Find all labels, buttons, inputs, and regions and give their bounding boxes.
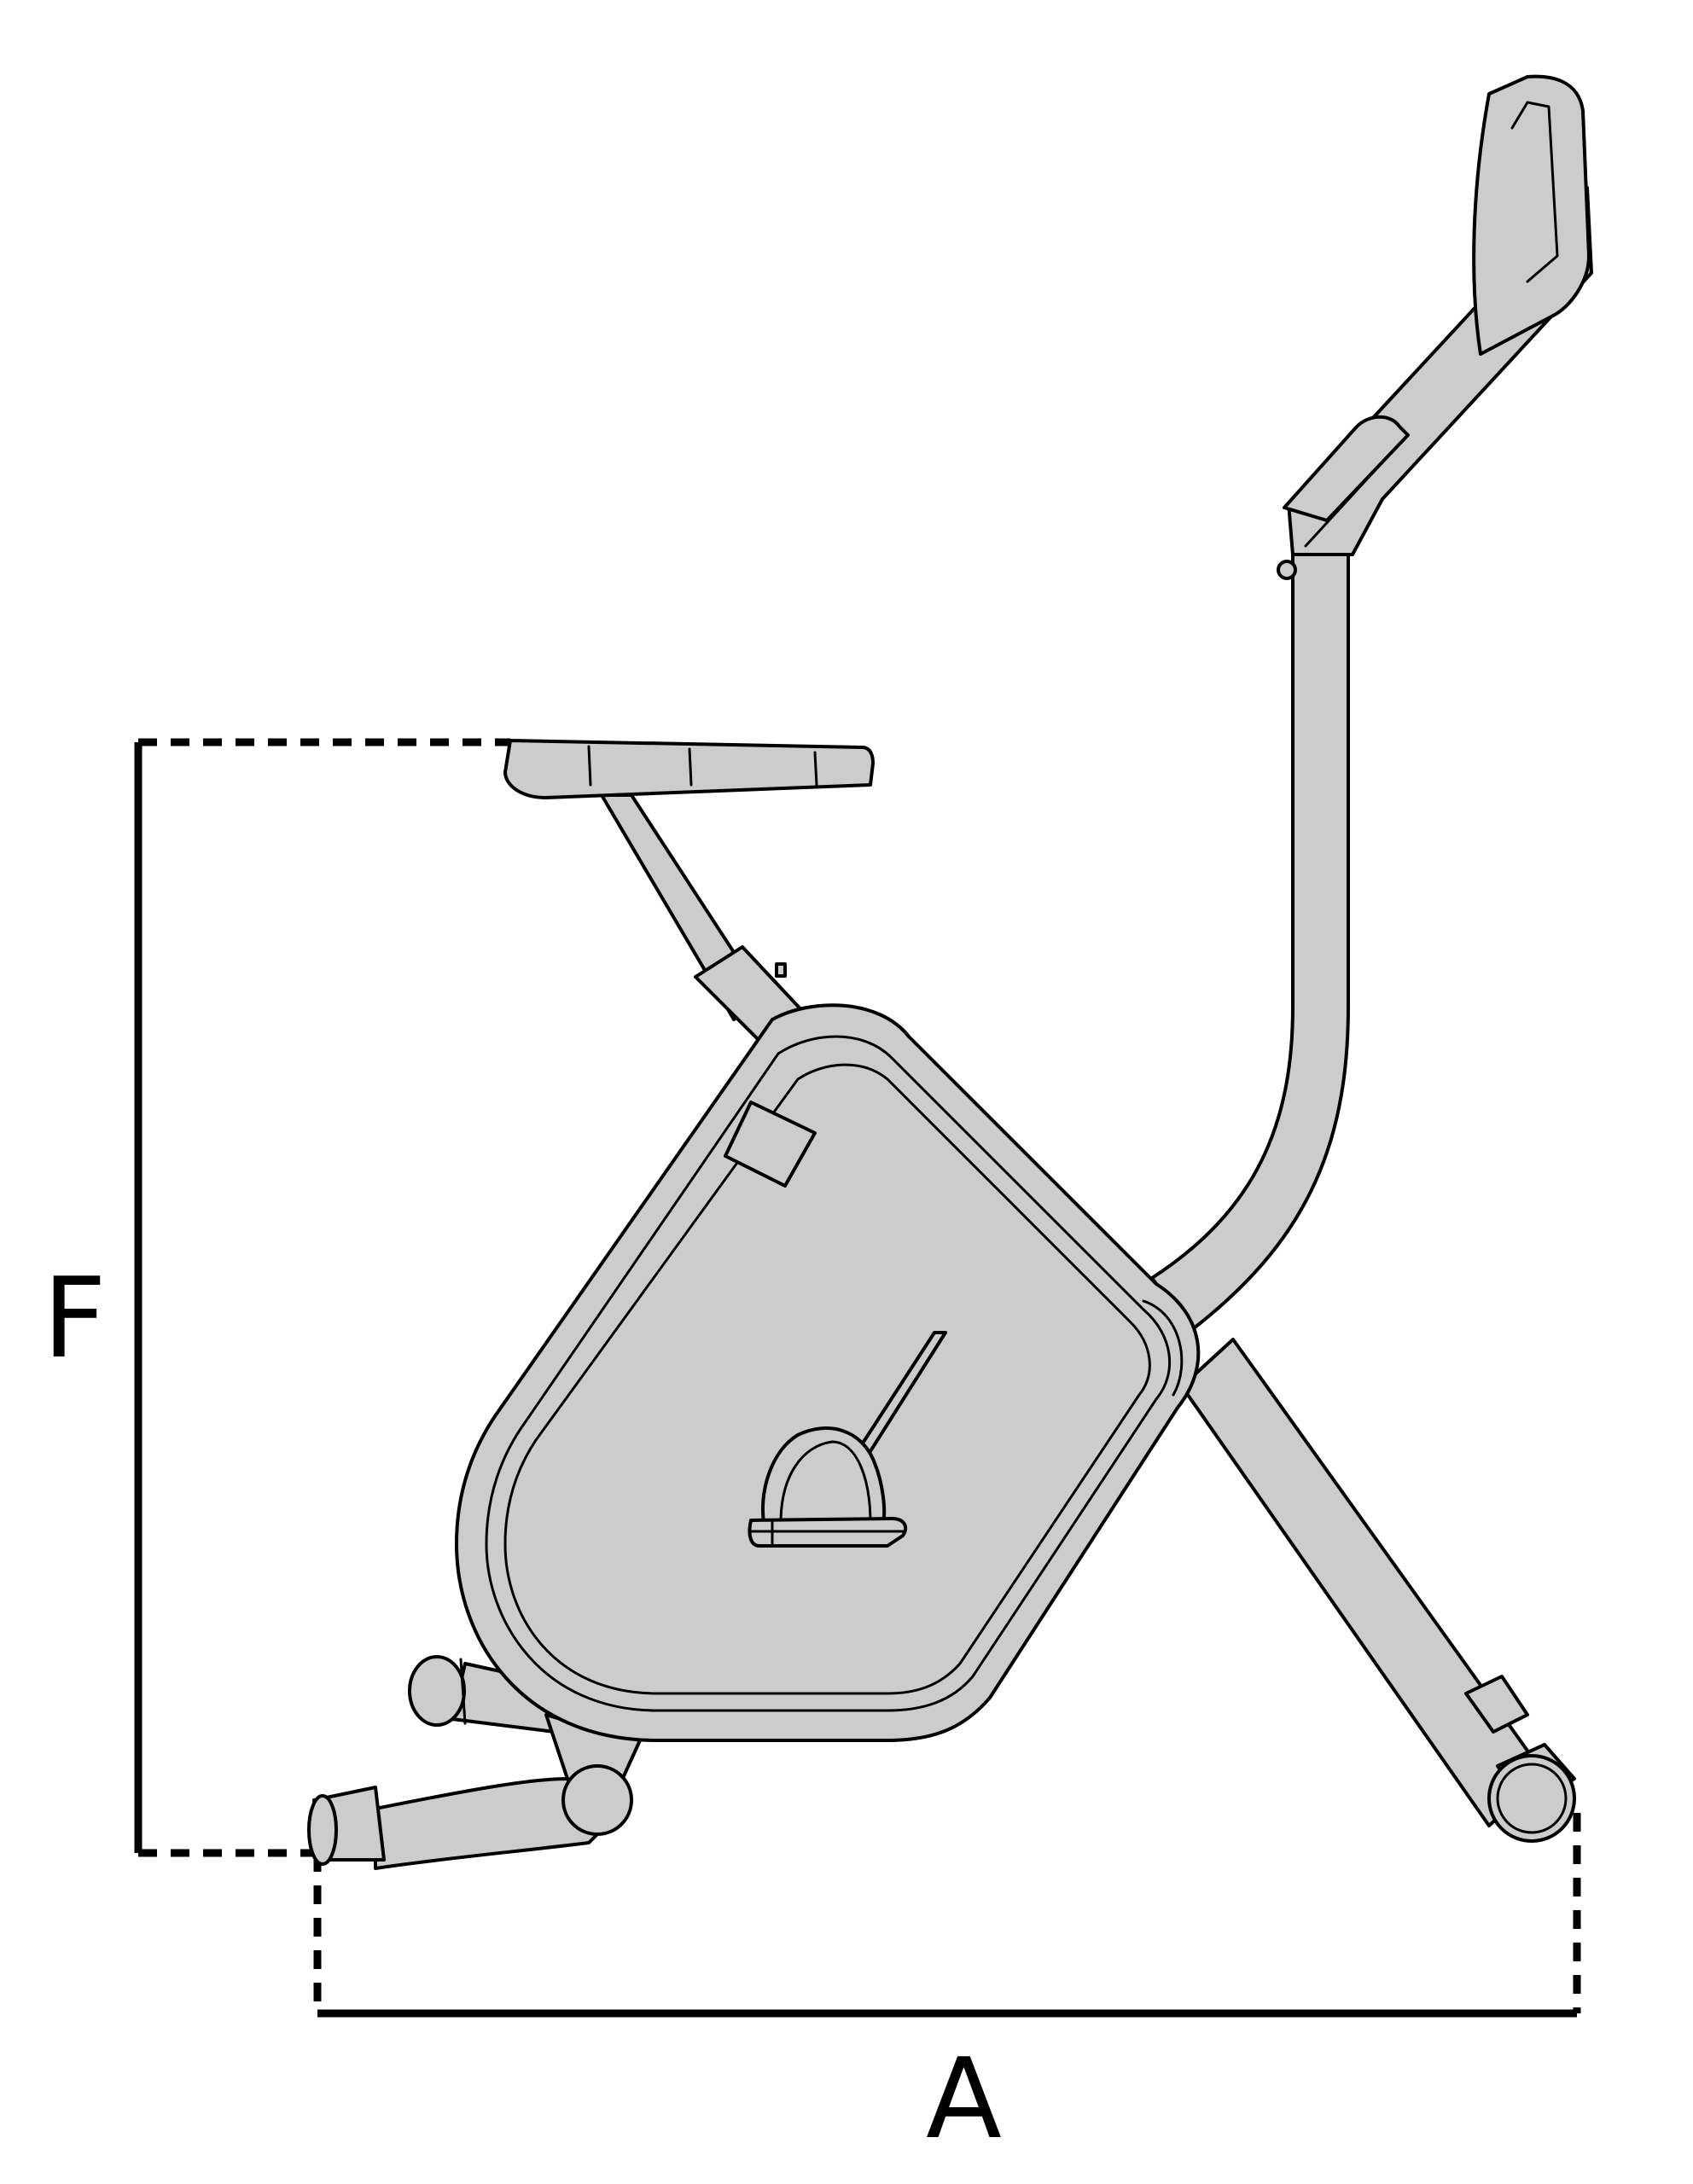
handlebar-post xyxy=(1150,74,1593,1333)
dimension-label-a: A xyxy=(926,2034,1002,2164)
dimension-a: A xyxy=(313,1813,1581,2164)
exercise-bike xyxy=(307,74,1593,1870)
flywheel-housing xyxy=(455,1003,1201,1742)
front-wheel xyxy=(1487,1754,1576,1843)
crank-assembly xyxy=(748,1331,947,1548)
saddle xyxy=(503,739,875,799)
dimension-label-f: F xyxy=(43,1253,107,1383)
seat-post xyxy=(600,793,808,1047)
front-leg xyxy=(1180,1338,1576,1827)
dimension-f: F xyxy=(43,738,510,1857)
rear-foot xyxy=(307,1713,642,1870)
